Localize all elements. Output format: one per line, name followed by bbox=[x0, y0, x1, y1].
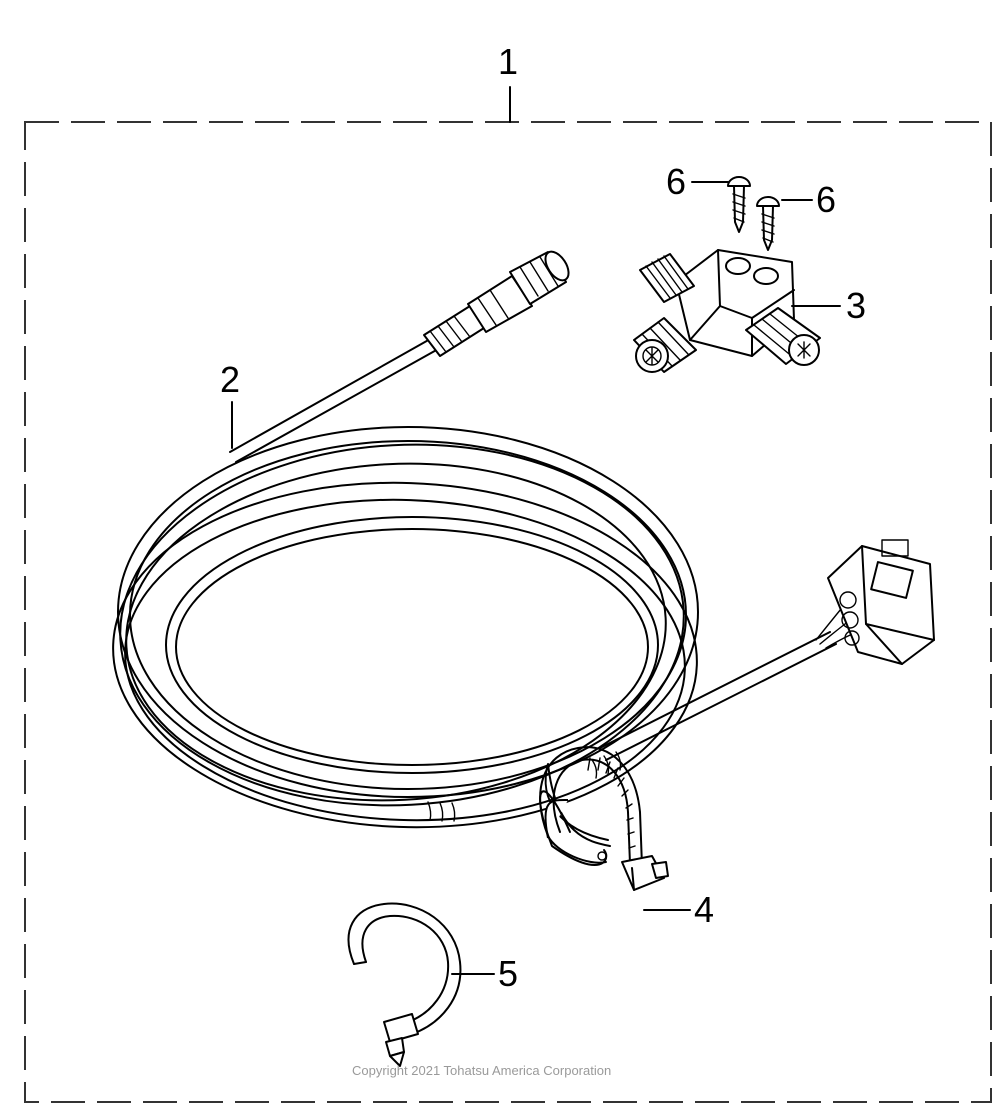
part-2-cable-assembly bbox=[112, 250, 935, 829]
callout-6-left: 6 bbox=[666, 161, 686, 202]
callout-4: 4 bbox=[694, 889, 714, 930]
callout-1: 1 bbox=[498, 41, 518, 82]
part-3-t-connector bbox=[633, 249, 821, 373]
copyright-text: Copyright 2021 Tohatsu America Corporati… bbox=[352, 1063, 611, 1078]
callout-3: 3 bbox=[846, 285, 866, 326]
part-6-screw-right bbox=[756, 196, 780, 251]
part-5-clamp bbox=[347, 902, 462, 1067]
callout-5: 5 bbox=[498, 953, 518, 994]
callout-2: 2 bbox=[220, 359, 240, 400]
callout-6-right: 6 bbox=[816, 179, 836, 220]
part-4-cable-tie bbox=[539, 746, 669, 891]
part-6-screw-left bbox=[727, 176, 751, 233]
kit-boundary-frame bbox=[24, 121, 992, 1103]
